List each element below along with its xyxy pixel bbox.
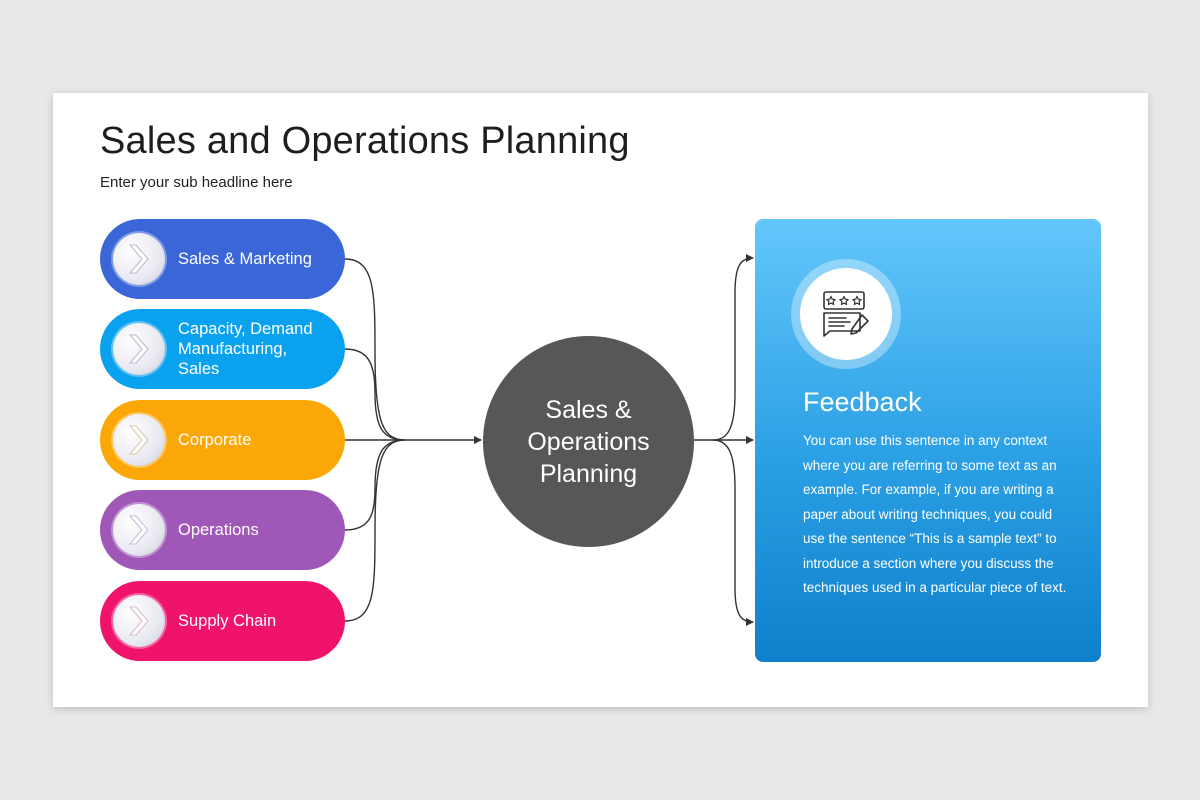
connector-sales-marketing <box>344 258 406 441</box>
hub-label: Sales & Operations Planning <box>527 395 650 488</box>
page-title: Sales and Operations Planning <box>100 120 630 162</box>
input-label: Sales & Marketing <box>178 250 312 268</box>
input-label: Supply Chain <box>178 612 277 630</box>
input-label: Capacity, Demand Manufacturing, Sales <box>178 320 313 378</box>
input-label: Corporate <box>178 431 252 449</box>
chevron-right-icon <box>113 414 165 466</box>
feedback-text: You can use this sentence in any context… <box>803 433 1067 595</box>
input-label: Operations <box>178 521 259 539</box>
input-pill-operations: Operations <box>100 490 345 570</box>
connector-operations <box>344 439 406 531</box>
chevron-right-icon <box>113 233 165 285</box>
input-pill-corporate: Corporate <box>100 400 345 480</box>
connector-supply-chain <box>344 439 406 622</box>
input-pill-sales-marketing: Sales & Marketing <box>100 219 345 299</box>
feedback-rating-icon <box>800 268 892 360</box>
feedback-icon-ring <box>791 259 901 369</box>
connector-capacity <box>344 348 406 441</box>
feedback-card: Feedback You can use this sentence in an… <box>755 219 1101 662</box>
slide: Sales and Operations Planning Enter your… <box>53 93 1148 707</box>
hub-circle: Sales & Operations Planning <box>483 336 694 547</box>
input-pill-capacity-demand: Capacity, Demand Manufacturing, Sales <box>100 309 345 389</box>
connector-out-bottom <box>712 439 754 626</box>
chevron-right-icon <box>113 595 165 647</box>
chevron-right-icon <box>113 504 165 556</box>
chevron-right-icon <box>113 323 165 375</box>
input-pill-supply-chain: Supply Chain <box>100 581 345 661</box>
connector-lines <box>344 254 754 626</box>
connector-out-top <box>712 254 754 441</box>
page-subtitle: Enter your sub headline here <box>100 174 293 191</box>
feedback-title: Feedback <box>803 387 922 417</box>
